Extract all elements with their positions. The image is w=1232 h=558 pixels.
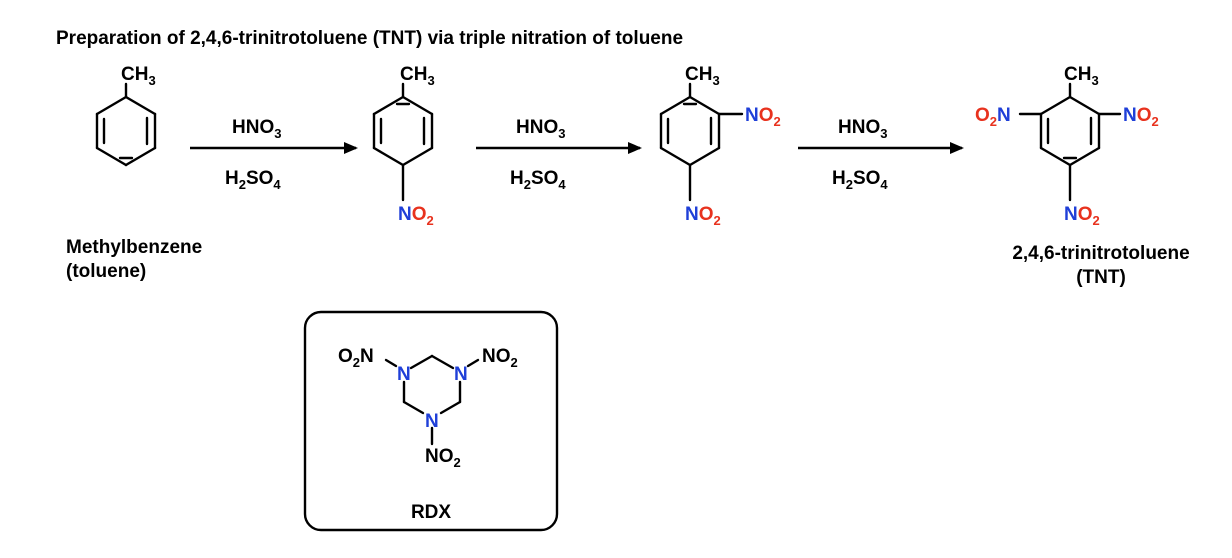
reagent-h2so4-2: H2SO4 xyxy=(510,168,566,192)
rdx-caption: RDX xyxy=(411,502,451,523)
reagent-h2so4-1: H2SO4 xyxy=(225,168,281,192)
rdx-nitro-right: NO2 xyxy=(482,346,518,370)
reagent-hno3-1: HNO3 xyxy=(232,117,281,141)
reaction-arrow-3: HNO3 H2SO4 xyxy=(798,117,964,192)
nitro-group-para: NO2 xyxy=(1064,204,1100,228)
nitro-group-left: O2N xyxy=(975,105,1011,129)
nitro-group-ortho: NO2 xyxy=(745,105,781,129)
reagent-h2so4-3: H2SO4 xyxy=(832,168,888,192)
tnt-caption-2: (TNT) xyxy=(1076,267,1126,288)
methyl-label: CH3 xyxy=(400,64,435,88)
rdx-box xyxy=(303,310,559,532)
benzene-ring xyxy=(95,95,157,167)
methyl-label: CH3 xyxy=(1064,64,1099,88)
rdx-nitrogen-left: N xyxy=(397,364,411,385)
benzene-ring xyxy=(1039,95,1101,167)
methyl-label: CH3 xyxy=(121,64,156,88)
rdx-nitrogen-right: N xyxy=(454,364,468,385)
reagent-hno3-3: HNO3 xyxy=(838,117,887,141)
tnt-caption: 2,4,6-trinitrotoluene xyxy=(1012,243,1189,264)
reaction-arrow-1: HNO3 H2SO4 xyxy=(190,117,358,192)
scheme-title: Preparation of 2,4,6-trinitrotoluene (TN… xyxy=(56,28,683,49)
nitro-group-para: NO2 xyxy=(685,204,721,228)
nitro-group-para: NO2 xyxy=(398,204,434,228)
methyl-label: CH3 xyxy=(685,64,720,88)
benzene-ring xyxy=(372,95,434,167)
nitro-group-right: NO2 xyxy=(1123,105,1159,129)
rdx-panel: N N N O2N NO2 NO2 RDX xyxy=(303,310,559,532)
benzene-ring xyxy=(659,95,721,167)
reagent-hno3-2: HNO3 xyxy=(516,117,565,141)
rdx-structure: N N N O2N NO2 NO2 xyxy=(338,346,518,470)
toluene-caption: Methylbenzene xyxy=(66,237,202,258)
rdx-nitro-bottom: NO2 xyxy=(425,446,461,470)
rdx-nitro-left: O2N xyxy=(338,346,374,370)
dinitrotoluene-structure: CH3 NO2 NO2 xyxy=(659,64,781,228)
toluene-caption-2: (toluene) xyxy=(66,261,146,282)
reaction-arrow-2: HNO3 H2SO4 xyxy=(476,117,642,192)
rdx-nitrogen-bottom: N xyxy=(425,411,439,432)
tnt-structure: CH3 NO2 O2N NO2 xyxy=(975,64,1159,228)
toluene-structure: CH3 xyxy=(95,64,157,167)
nitrotoluene-structure: CH3 NO2 xyxy=(372,64,435,228)
